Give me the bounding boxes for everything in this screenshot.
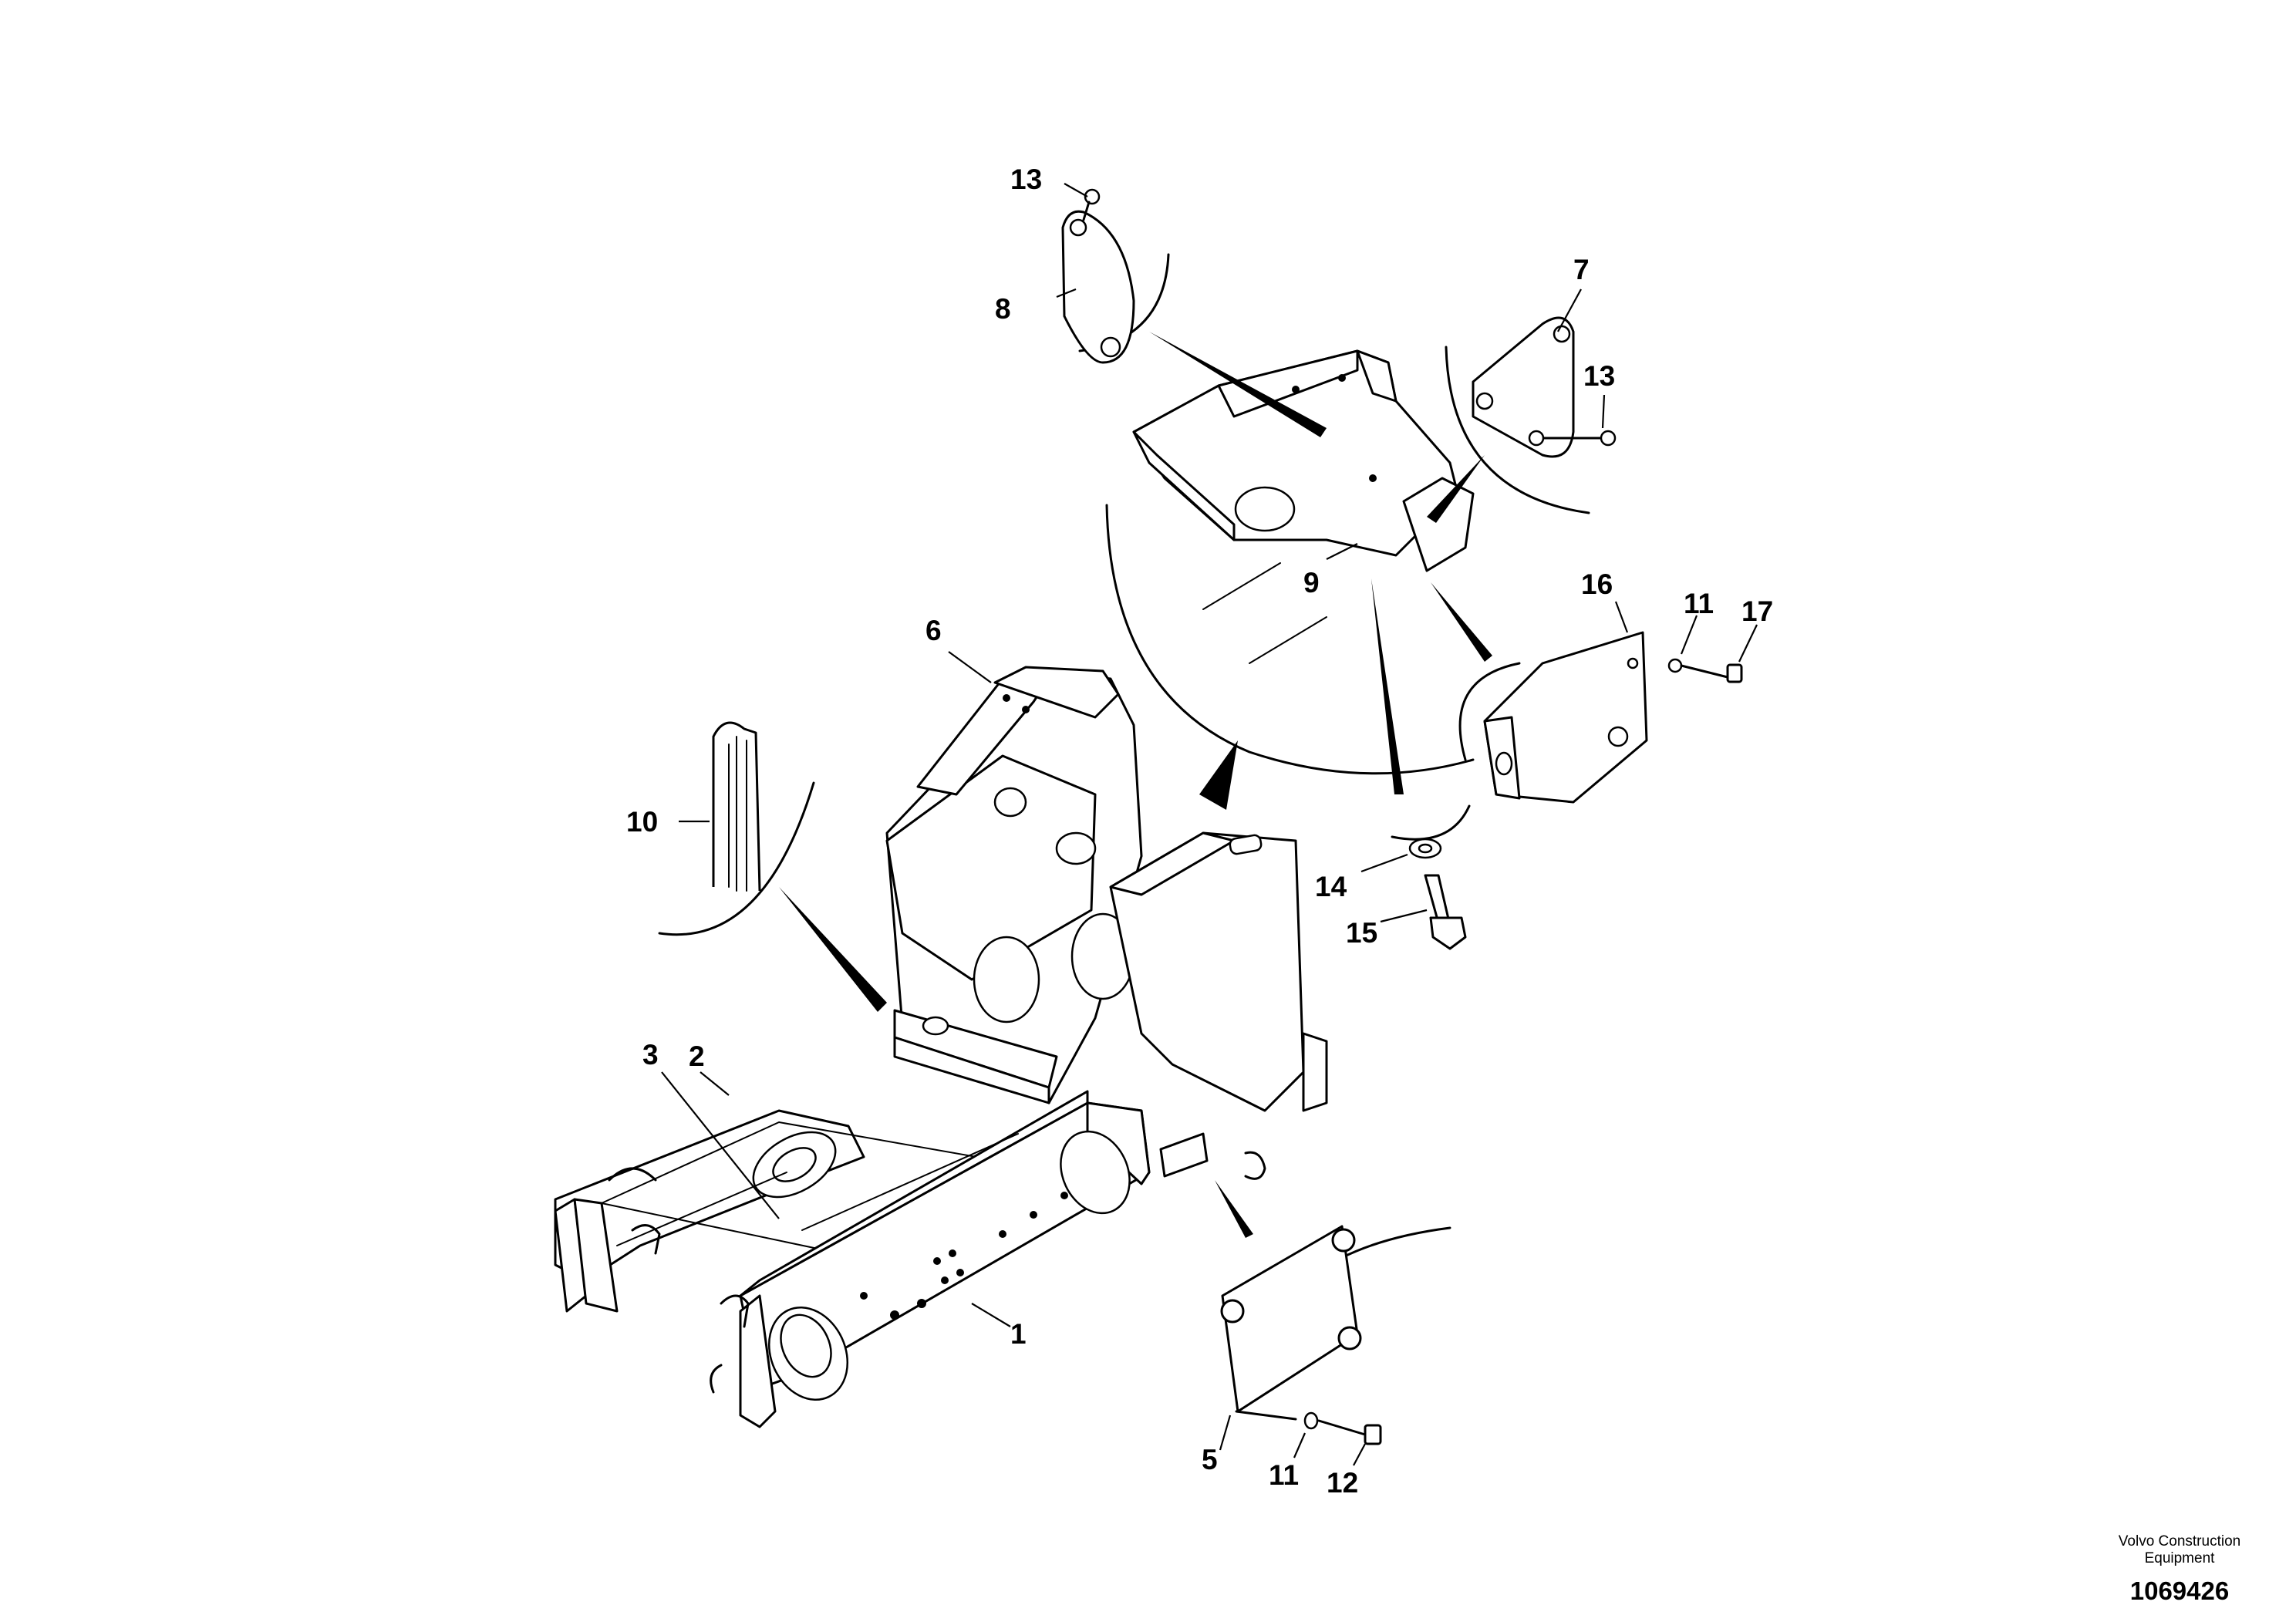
- document-number: 1069426: [2129, 1576, 2230, 1605]
- callout-17: 17: [1741, 595, 1773, 627]
- callout-15: 15: [1346, 917, 1377, 949]
- detail-cover-plate-8: [1061, 188, 1327, 437]
- rear-tower-drawing: [885, 666, 1143, 1104]
- callout-labels: 1 2 3 5 6 7 8 9 10 11 11 12 13 13 14 15 …: [626, 164, 1773, 1499]
- detail-cover-plate-7: [1427, 316, 1617, 523]
- callout-9: 9: [1303, 567, 1320, 599]
- detail-rubber-strip: [658, 721, 887, 1012]
- detail-cover-plate-5: [1215, 1180, 1451, 1445]
- callout-14: 14: [1315, 871, 1347, 902]
- callout-8: 8: [995, 293, 1011, 325]
- callout-3: 3: [642, 1039, 659, 1071]
- callout-5: 5: [1202, 1444, 1218, 1475]
- detail-cover-16: [1431, 582, 1743, 804]
- cab-cover-drawing: [1109, 831, 1328, 1180]
- callout-1: 1: [1010, 1318, 1027, 1350]
- callout-13-right: 13: [1583, 360, 1615, 392]
- detail-tower-top: [1105, 349, 1475, 810]
- callout-11-right: 11: [1684, 588, 1714, 619]
- callout-11-bottom: 11: [1269, 1459, 1299, 1491]
- main-frame-drawing: [554, 1090, 1151, 1428]
- callout-12: 12: [1327, 1467, 1358, 1499]
- brand-label: Volvo Construction Equipment: [2118, 1533, 2241, 1566]
- callout-6: 6: [925, 615, 942, 646]
- leader-lines: [661, 183, 1758, 1466]
- washer-bolt-14-15: [1371, 578, 1471, 950]
- callout-10: 10: [626, 806, 658, 838]
- callout-7: 7: [1573, 254, 1590, 285]
- callout-2: 2: [689, 1040, 705, 1072]
- callout-16: 16: [1581, 568, 1613, 600]
- callout-13-top: 13: [1010, 164, 1042, 195]
